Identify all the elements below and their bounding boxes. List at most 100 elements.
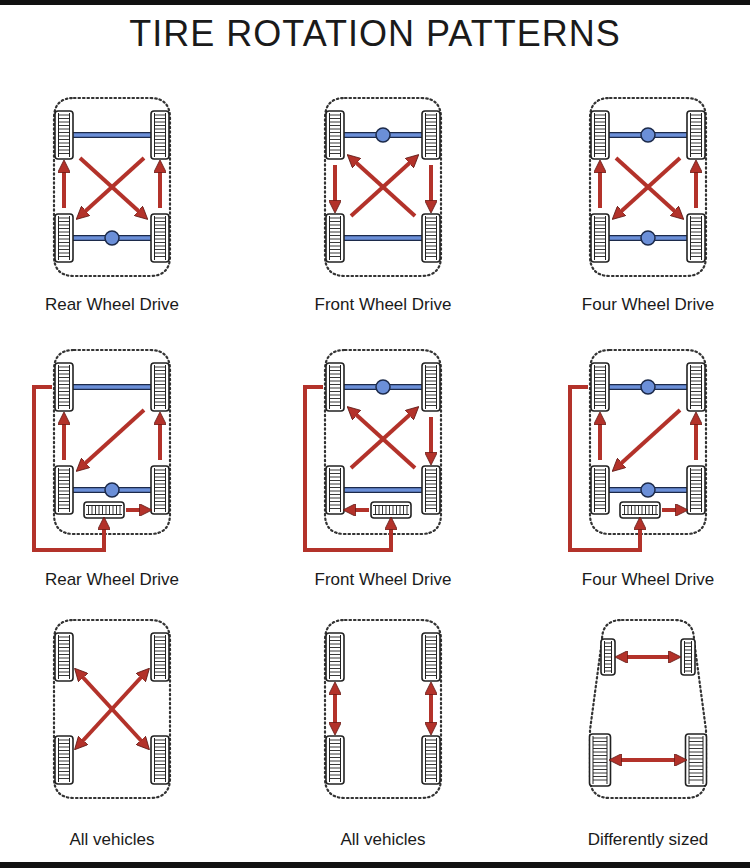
car-outline [54,350,170,534]
rotation-arrow [598,417,602,460]
title: TIRE ROTATION PATTERNS [0,12,750,56]
tire [55,466,73,514]
car-outline [54,620,170,798]
tire [151,466,169,514]
rotation-arrow [78,672,146,746]
tire [326,736,344,784]
tire [151,363,169,411]
caption-label: Front Wheel Drive [273,294,493,316]
car-diagram [590,98,706,276]
rotation-arrow [333,687,337,730]
axle [609,231,687,245]
rotation-arrow [351,158,415,216]
tire [422,363,440,411]
rotation-arrow [158,165,162,208]
axle [609,483,687,497]
top-bar [0,0,750,5]
tire [591,363,609,411]
car-diagram [325,620,441,798]
tire [151,214,169,262]
tire [55,111,73,159]
rotation-arrow [614,758,682,762]
tire [326,633,344,681]
tire [55,214,73,262]
rotation-arrow [62,417,66,460]
car-outline [590,620,706,798]
car-diagram [54,98,170,276]
tire [55,633,73,681]
rotation-arrow [351,410,415,468]
axle [73,135,151,136]
tire [687,111,705,159]
axle [344,128,422,142]
rotation-arrow [616,158,680,216]
car-diagram [305,350,441,550]
axle [73,387,151,388]
bracket-arrow [570,387,640,550]
caption-label: All vehicles [2,829,222,851]
rotation-arrow [351,410,415,468]
tire [591,111,609,159]
rotation-arrow [80,158,144,216]
car-outline [54,98,170,276]
rotation-arrow [429,165,433,208]
tire [151,736,169,784]
tire [151,111,169,159]
car-diagram [570,350,706,550]
rotation-arrow [78,672,146,746]
axle [609,128,687,142]
car-outline [590,98,706,276]
car-diagram [325,98,441,276]
tire [422,214,440,262]
rotation-arrow [126,508,147,512]
rotation-arrow [598,165,602,208]
rotation-arrow [616,410,680,468]
rotation-arrow [694,165,698,208]
tire [326,111,344,159]
tire [55,363,73,411]
tire [591,466,609,514]
tire [326,363,344,411]
rotation-arrow [80,158,144,216]
tire [151,633,169,681]
rotation-arrow [429,417,433,460]
tire [590,734,611,786]
tire [681,639,695,675]
caption-label: Four Wheel Drive [538,294,750,316]
axle [344,490,422,491]
car-diagram [54,620,170,798]
car-outline [325,350,441,534]
car-outline [325,620,441,798]
bracket-arrow [305,387,391,550]
tire [591,214,609,262]
axle [344,238,422,239]
axle [73,231,151,245]
car-outline [325,98,441,276]
axle [344,380,422,394]
tire [687,214,705,262]
tire [422,736,440,784]
tire [620,502,660,518]
car-diagram [34,350,170,550]
rotation-arrow [62,165,66,208]
rotation-arrow [80,410,144,468]
tire [371,502,411,518]
bracket-arrow [34,387,104,550]
rotation-arrow [429,687,433,730]
axle [73,483,151,497]
caption-label: Rear Wheel Drive [2,294,222,316]
tire [686,734,707,786]
rotation-arrow [620,655,676,659]
tire [687,466,705,514]
tire [601,639,615,675]
rotation-arrow [158,417,162,460]
tire [422,111,440,159]
tire [326,466,344,514]
tire [422,466,440,514]
caption-label: Four Wheel Drive [538,569,750,591]
rotation-arrow [662,508,683,512]
car-outline [590,350,706,534]
rotation-arrow [694,417,698,460]
